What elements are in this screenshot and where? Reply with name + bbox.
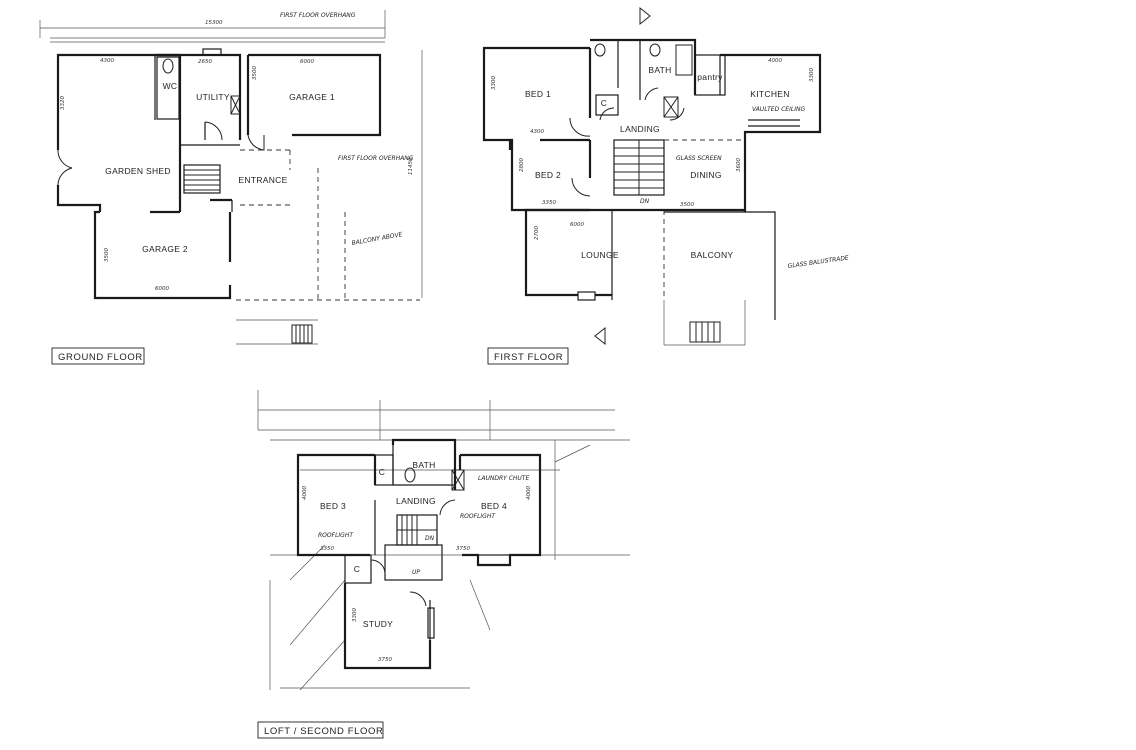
dim-bed2-width: 3350	[542, 200, 556, 206]
room-cupboard-first: C	[601, 98, 607, 108]
loft-stair-up: UP	[412, 569, 420, 576]
dim-study-width: 3750	[378, 657, 392, 663]
room-wc: WC	[163, 81, 178, 91]
room-dining: DINING	[690, 170, 722, 180]
dim-dining-width: 3500	[680, 202, 694, 208]
room-cupboard-study: C	[354, 564, 360, 574]
dim-shed-width: 4300	[100, 58, 114, 64]
ground-overall-depth: 11450	[408, 157, 414, 175]
room-study: STUDY	[363, 619, 393, 629]
laundry-chute-note: LAUNDRY CHUTE	[478, 475, 529, 482]
bed3-rooflight-note: ROOFLIGHT	[318, 532, 354, 539]
first-floor-title: FIRST FLOOR	[494, 352, 563, 363]
dim-garage2-depth: 3500	[104, 248, 110, 262]
room-cupboard-bed3: C	[379, 467, 385, 477]
room-bed-2: BED 2	[535, 170, 561, 180]
room-pantry: pantry	[697, 72, 723, 82]
dim-wc-width: 2650	[198, 59, 212, 65]
ground-floor-plan: 15300 FIRST FLOOR OVERHANG 11450 GARDEN …	[39, 10, 423, 365]
room-bath-loft: BATH	[412, 460, 435, 470]
room-lounge: LOUNGE	[581, 250, 619, 260]
ground-balcony-above-note: BALCONY ABOVE	[351, 231, 403, 247]
room-entrance: ENTRANCE	[238, 175, 287, 185]
ground-overall-width: 15300	[205, 20, 223, 26]
room-garage-2: GARAGE 2	[142, 244, 188, 254]
room-landing-loft: LANDING	[396, 496, 436, 506]
loft-stair-dn: DN	[425, 535, 435, 542]
ground-external-steps	[291, 324, 313, 344]
ground-overhang-note-top: FIRST FLOOR OVERHANG	[280, 12, 356, 19]
dim-bed2-depth: 2800	[519, 158, 525, 172]
ground-stair	[183, 164, 221, 194]
dim-bed4-depth: 4000	[526, 486, 532, 500]
first-balcony-steps	[689, 321, 721, 343]
ground-floor-title: GROUND FLOOR	[58, 352, 143, 363]
dim-kitchen-depth: 3300	[809, 68, 815, 82]
room-bath-first: BATH	[648, 65, 671, 75]
room-landing-first: LANDING	[620, 124, 660, 134]
dim-bed1-depth: 3300	[491, 76, 497, 90]
room-kitchen: KITCHEN	[750, 89, 789, 99]
dim-kitchen-width: 4000	[768, 58, 782, 64]
glass-screen-note: GLASS SCREEN	[676, 155, 722, 162]
kitchen-vaulted-ceiling-note: VAULTED CEILING	[752, 106, 805, 113]
bed4-rooflight-note: ROOFLIGHT	[460, 513, 496, 520]
dim-lounge-width: 6000	[570, 222, 584, 228]
room-bed-3: BED 3	[320, 501, 346, 511]
dim-garage2-width: 6000	[155, 286, 169, 292]
dim-bed1-width: 4300	[530, 129, 544, 135]
dim-garage1-depth: 3500	[252, 66, 258, 80]
room-garden-shed: GARDEN SHED	[105, 166, 171, 176]
section-marker-top-icon	[639, 6, 651, 26]
room-utility: UTILITY	[196, 92, 230, 102]
dim-garage1-width: 6000	[300, 59, 314, 65]
room-garage-1: GARAGE 1	[289, 92, 335, 102]
section-marker-bottom-icon	[594, 326, 606, 346]
loft-floor-title: LOFT / SECOND FLOOR	[264, 726, 383, 737]
dim-study-depth: 3300	[352, 608, 358, 622]
dim-shed-depth: 3320	[60, 96, 66, 110]
room-bed-1: BED 1	[525, 89, 551, 99]
first-stair	[613, 139, 665, 196]
loft-floor-plan: BED 3 4000 3350 ROOFLIGHT C BATH LANDING…	[257, 390, 630, 739]
room-bed-4: BED 4	[481, 501, 507, 511]
ground-overhang-note-right: FIRST FLOOR OVERHANG	[338, 155, 414, 162]
dim-dining-depth: 3600	[736, 158, 742, 172]
first-stair-dn: DN	[640, 198, 650, 205]
dim-lounge-depth: 2700	[534, 226, 540, 240]
glass-balustrade-note: GLASS BALUSTRADE	[787, 254, 849, 270]
first-floor-plan: BED 1 3300 4300 BATH C pantry KITCHEN VA…	[482, 6, 849, 365]
dim-bed4-width: 3750	[456, 546, 470, 552]
dim-bed3-depth: 4000	[302, 486, 308, 500]
dim-bed3-width: 3350	[320, 546, 334, 552]
room-balcony: BALCONY	[691, 250, 734, 260]
